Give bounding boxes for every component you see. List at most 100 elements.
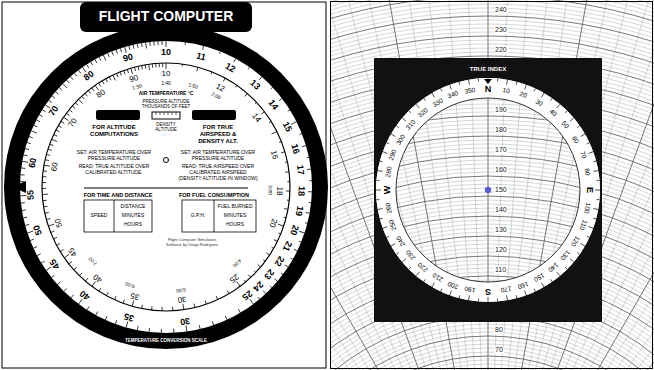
title-banner (80, 2, 252, 32)
true-index-mark (484, 79, 492, 84)
compass-ticks (376, 78, 600, 302)
density-window (152, 112, 180, 119)
outer-scale-number: 15 (280, 120, 293, 133)
scale-caption: FUEL BURNED (216, 204, 254, 210)
airspeed-window (192, 110, 236, 120)
instruction-text: AIR TEMPERATURE °C (126, 91, 206, 97)
outer-band (4, 25, 328, 349)
inner-scale-number: 50 (54, 217, 64, 228)
speed-number: 190 (494, 106, 508, 114)
compass-degree: 190 (465, 285, 477, 293)
instruction-text: TEMPERATURE CONVERSION SCALE (116, 338, 216, 343)
inner-scale-number: 30 (177, 294, 187, 303)
scale-caption: MINUTES (115, 213, 151, 219)
compass-degree: 100 (583, 202, 591, 214)
time-mark: 6:00 (125, 281, 136, 289)
inner-disk (42, 63, 290, 311)
fuel-frame (182, 200, 256, 232)
time-mark: 1:40 (161, 81, 171, 86)
inner-scale-number: 25 (228, 272, 240, 284)
outer-scale-number: 18 (296, 186, 305, 196)
compass-degree: 230 (405, 249, 417, 261)
compass-degree: 300 (395, 133, 406, 146)
speed-number: 150 (494, 186, 508, 194)
instruction-text: FOR FUEL CONSUMPTION (169, 192, 259, 198)
compass-degree: 10 (501, 87, 509, 95)
compass-degree: 320 (417, 107, 429, 119)
grid-minor (330, 0, 654, 370)
speed-number: 170 (494, 146, 508, 154)
time-mark: 1:30 (131, 83, 142, 91)
outer-scale-number: 17 (295, 165, 305, 176)
compass-degree: 150 (532, 272, 545, 283)
cardinal-letter: W (383, 186, 392, 195)
inner-scale-number: 10 (162, 70, 171, 78)
outer-scale-number: 70 (48, 104, 61, 117)
outer-scale-number: 22 (272, 254, 285, 267)
cardinal-letter: E (585, 187, 594, 193)
outer-scale-number: 14 (267, 98, 280, 111)
cardinal-letter: N (485, 85, 492, 94)
instruction-text: SET: AIR TEMPERATURE OVER PRESSURE ALTIT… (178, 150, 258, 162)
time-mark: 3:00 (267, 185, 272, 195)
grommet-dot (485, 187, 491, 193)
divider-line (84, 188, 248, 189)
compass-degree: 200 (447, 280, 459, 290)
inner-scale-number: 12 (214, 82, 226, 93)
speed-number: 110 (494, 266, 507, 274)
speed-number: 130 (494, 226, 508, 234)
compass-degree: 110 (578, 219, 588, 231)
scale-caption: G.P.H. (184, 213, 212, 219)
outer-scale-number: 90 (122, 52, 134, 63)
density-ticks (156, 112, 176, 115)
title-text: FLIGHT COMPUTER (80, 6, 252, 26)
outer-scale-number: 80 (82, 70, 95, 83)
compass-degree: 50 (561, 120, 571, 130)
time-mark: 7:00 (88, 256, 98, 266)
outer-scale-ring (20, 41, 312, 333)
compass-ring (376, 78, 600, 302)
inner-scale-number: 45 (67, 246, 79, 258)
instruction-text: PRESSURE ALTITUDE THOUSANDS OF FEET (136, 99, 196, 109)
scale-caption: MINUTES (216, 213, 254, 219)
outer-scale-number: 19 (293, 206, 304, 217)
speed-number: 70 (494, 346, 504, 354)
time-mark: 5:00 (176, 287, 186, 293)
instruction-text: READ: TRUE ALTITUDE OVER CALIBRATED ALTI… (74, 164, 154, 176)
speed-number: 160 (494, 166, 508, 174)
outer-scale-number: 16 (290, 143, 301, 155)
compass-degree: 120 (570, 234, 581, 247)
inner-scale-number: 18 (275, 186, 283, 195)
outer-scale-number: 11 (195, 51, 207, 62)
inner-scale-number: 35 (130, 291, 141, 301)
speed-number: 180 (494, 126, 508, 134)
inner-scale-number: 70 (67, 117, 79, 129)
outer-scale-number: 60 (28, 158, 39, 169)
compass-degree: 220 (417, 261, 429, 273)
time-mark: 4:00 (232, 258, 243, 268)
index-label: TRUE INDEX (458, 66, 518, 73)
panel-frame (331, 2, 653, 369)
compass-degree: 280 (384, 167, 392, 179)
outer-scale-number: 20 (288, 223, 300, 235)
instruction-text: FOR ALTITUDE COMPUTATIONS (86, 124, 142, 138)
outer-scale-ticks (20, 41, 312, 333)
outer-scale-number: 23 (262, 267, 275, 280)
inner-scale-number: 80 (95, 88, 107, 100)
speed-number: 120 (494, 246, 508, 254)
speed-number: 220 (494, 46, 508, 54)
compass-degree: 350 (465, 86, 477, 94)
compass-degree: 310 (405, 119, 417, 131)
inner-scale-number: 90 (129, 74, 140, 84)
inner-scale-number: 40 (92, 272, 104, 284)
frame-divider (214, 200, 215, 232)
panel-frame (2, 2, 326, 368)
inner-scale-ticks (42, 63, 290, 311)
compass-degree: 210 (431, 272, 444, 283)
instruction-text: FOR TIME AND DISTANCE (73, 192, 163, 198)
instruction-text: DENSITY ALTITUDE (150, 122, 182, 132)
scale-caption: SPEED (85, 213, 113, 219)
compass-degree: 40 (548, 108, 558, 118)
